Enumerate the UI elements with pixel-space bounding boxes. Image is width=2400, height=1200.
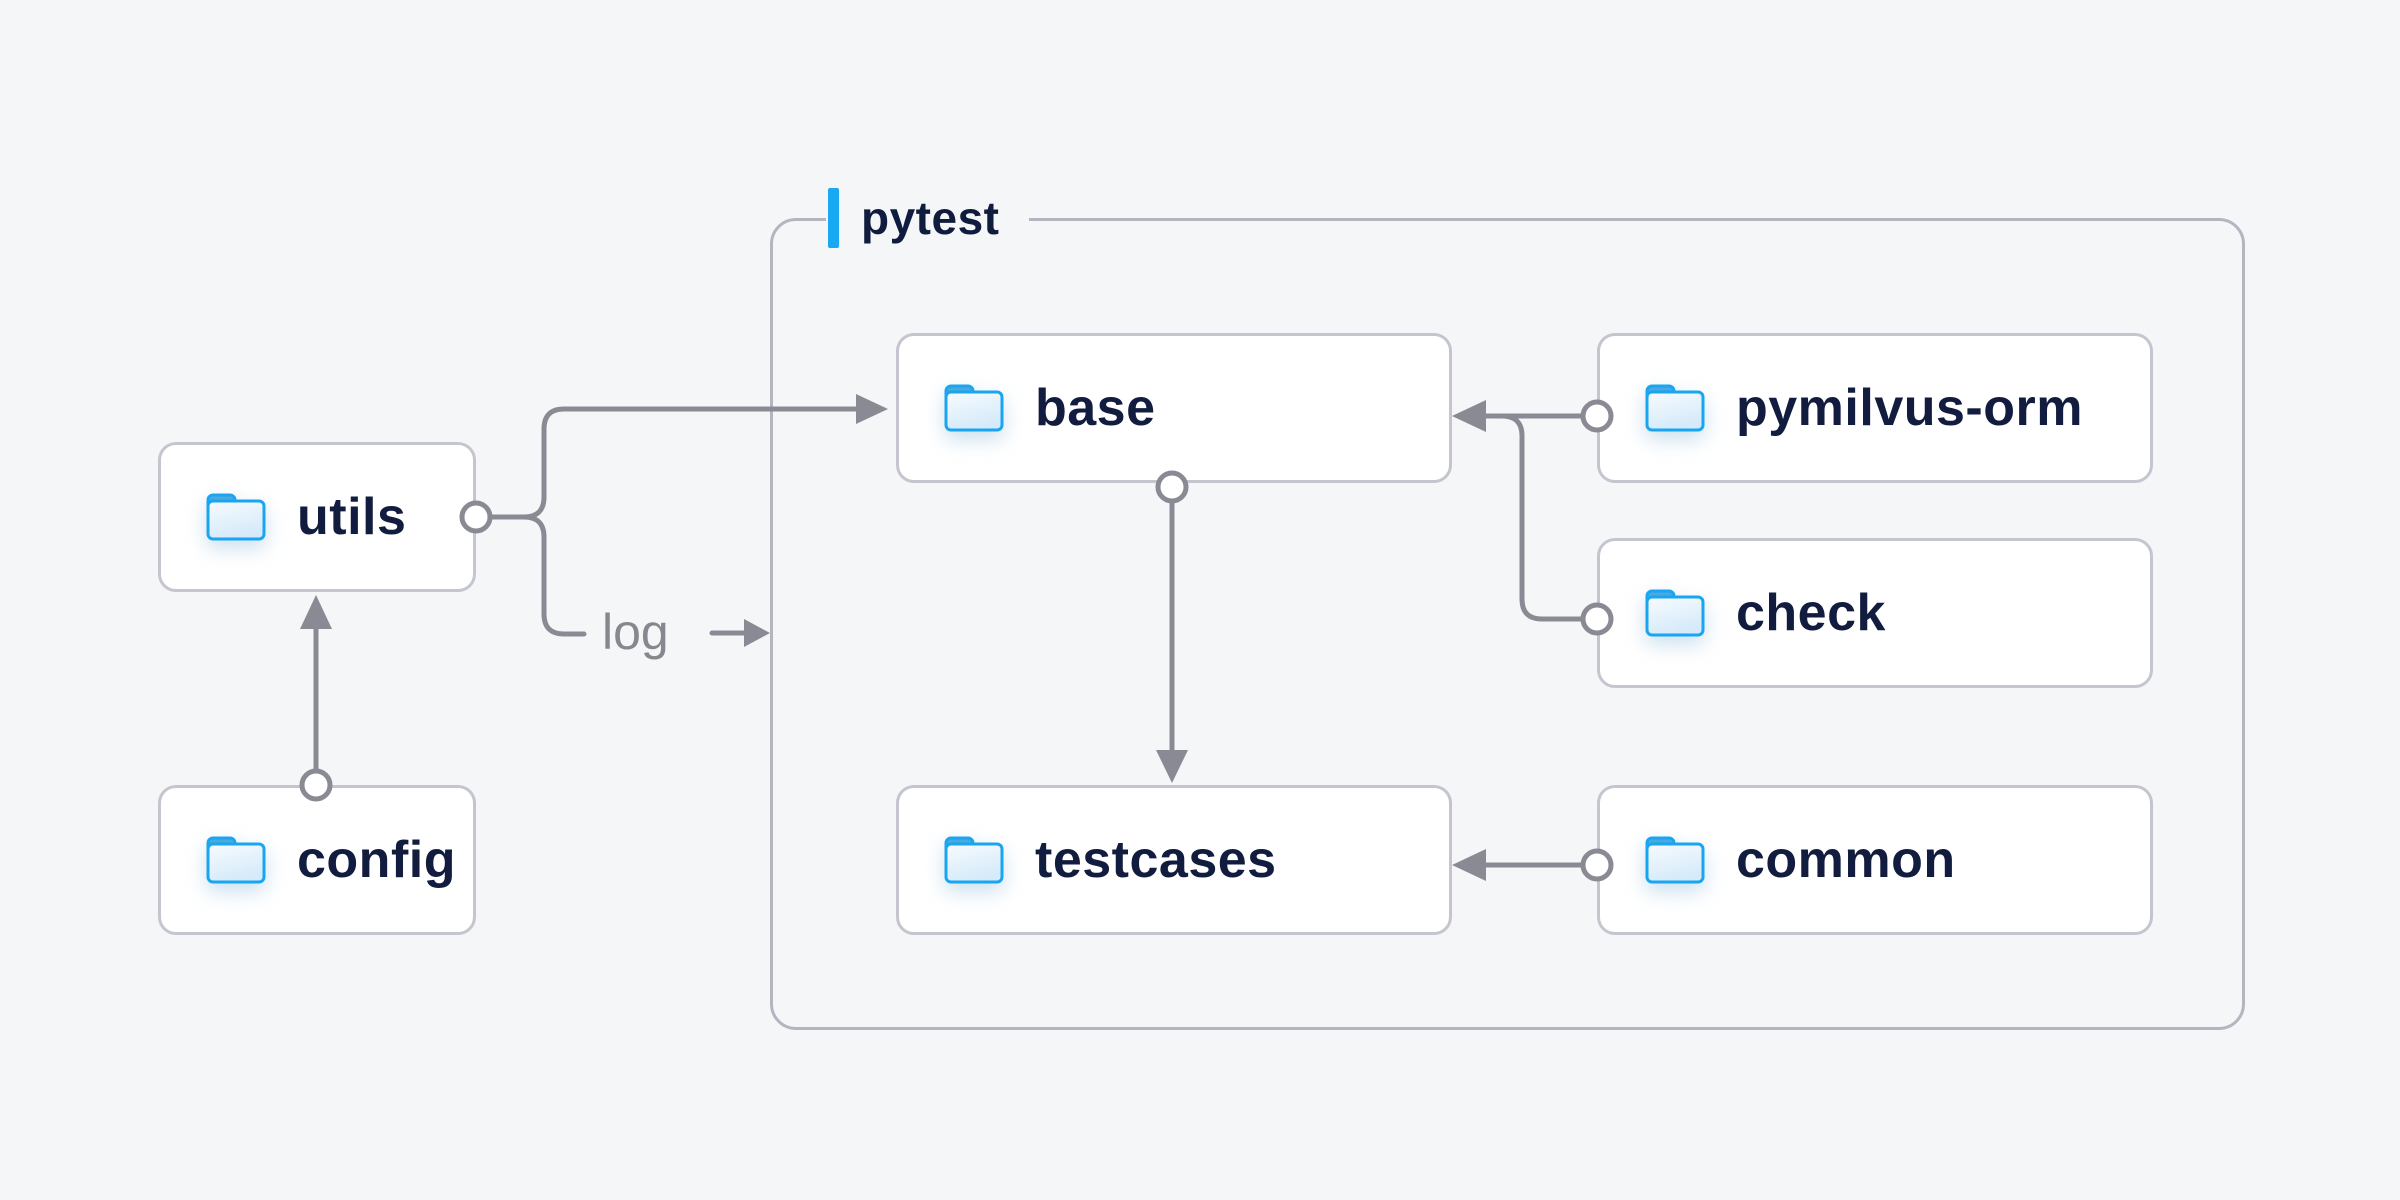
node-label: base (1035, 379, 1156, 437)
edge-label-log: log (602, 604, 669, 660)
folder-icon (1645, 384, 1705, 432)
group-label-pytest: pytest (826, 188, 1030, 248)
edge-config-utils (299, 595, 333, 802)
node-label: utils (297, 488, 407, 546)
group-accent-bar (828, 188, 839, 248)
node-label: config (297, 831, 456, 889)
group-box-pytest (770, 218, 2245, 1030)
node-testcases: testcases (896, 785, 1452, 935)
folder-icon (206, 836, 266, 884)
node-base: base (896, 333, 1452, 483)
folder-icon (944, 836, 1004, 884)
node-pymilvus-orm: pymilvus-orm (1597, 333, 2153, 483)
node-config: config (158, 785, 476, 935)
folder-icon (1645, 589, 1705, 637)
node-common: common (1597, 785, 2153, 935)
folder-icon (1645, 836, 1705, 884)
node-label: testcases (1035, 831, 1277, 889)
node-label: common (1736, 831, 1956, 889)
node-label: check (1736, 584, 1886, 642)
folder-icon (206, 493, 266, 541)
node-label: pymilvus-orm (1736, 379, 2083, 437)
node-check: check (1597, 538, 2153, 688)
node-utils: utils (158, 442, 476, 592)
folder-icon (944, 384, 1004, 432)
group-title: pytest (861, 192, 1000, 244)
